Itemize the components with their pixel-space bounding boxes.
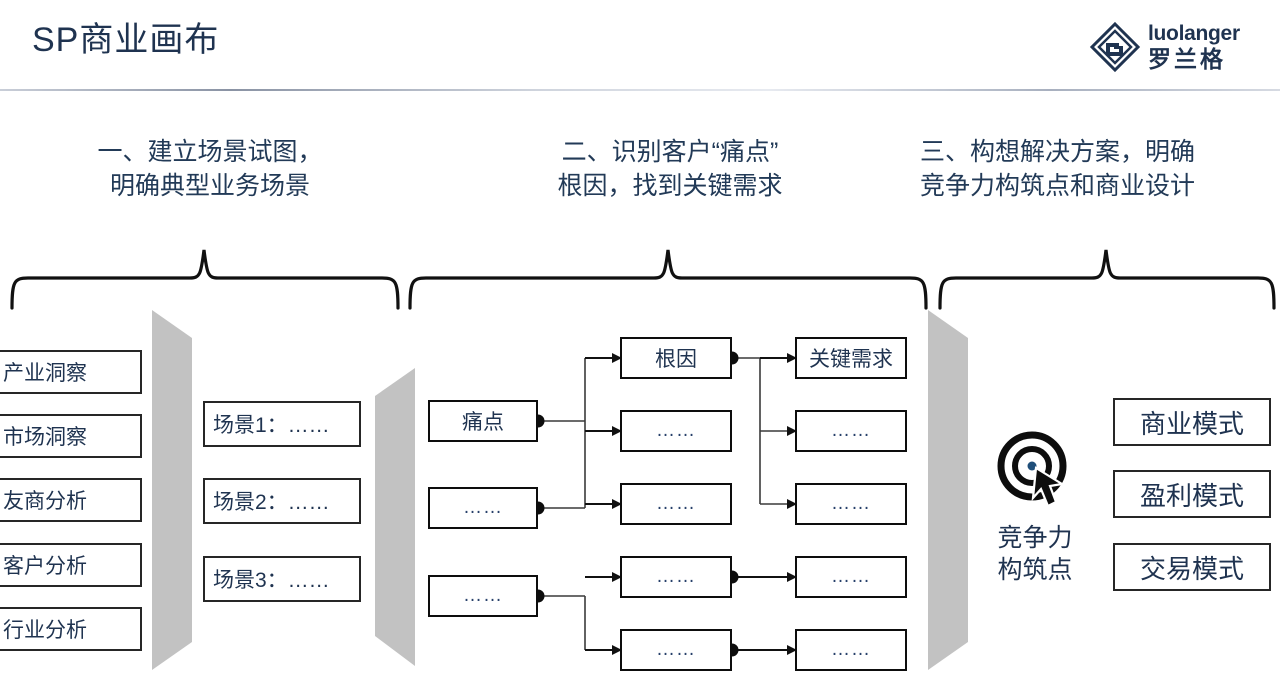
root-cause-label: …… — [656, 493, 696, 514]
root-cause-box-5[interactable]: …… — [620, 629, 732, 671]
scene-label: 场景2：…… — [213, 491, 330, 514]
key-need-box-2[interactable]: …… — [795, 410, 907, 452]
key-need-box-4[interactable]: …… — [795, 556, 907, 598]
logo-text-en: luolanger — [1148, 22, 1240, 45]
mode-box-business[interactable]: 商业模式 — [1113, 398, 1271, 446]
scene-label: 场景1：…… — [213, 414, 330, 437]
insight-box-market[interactable]: 市场洞察 — [0, 414, 142, 458]
root-cause-label: …… — [656, 566, 696, 587]
pain-point-box-3[interactable]: …… — [428, 575, 538, 617]
section-3-heading: 三、构想解决方案，明确 竞争力构筑点和商业设计 — [920, 138, 1196, 200]
chevron-band-right — [928, 310, 972, 670]
mode-label: 盈利模式 — [1139, 480, 1244, 511]
insight-label: 产业洞察 — [3, 362, 87, 385]
pain-point-box-2[interactable]: …… — [428, 487, 538, 529]
mode-box-profit[interactable]: 盈利模式 — [1113, 470, 1271, 518]
root-cause-label: 根因 — [655, 348, 697, 371]
section-2-heading: 二、识别客户“痛点” 根因，找到关键需求 — [557, 138, 783, 200]
scene-label: 场景3：…… — [213, 569, 330, 592]
key-need-label: …… — [831, 493, 871, 514]
insight-box-vertical[interactable]: 行业分析 — [0, 607, 142, 651]
pain-point-label: …… — [463, 497, 503, 518]
insight-box-industry[interactable]: 产业洞察 — [0, 350, 142, 394]
brand-logo: luolanger 罗兰格 — [1089, 16, 1272, 78]
key-need-label: 关键需求 — [809, 348, 893, 371]
root-cause-box-3[interactable]: …… — [620, 483, 732, 525]
pain-point-label: …… — [463, 585, 503, 606]
pain-point-box-1[interactable]: 痛点 — [428, 400, 538, 442]
insight-label: 市场洞察 — [3, 426, 87, 449]
pain-point-label: 痛点 — [462, 411, 504, 434]
mode-label: 商业模式 — [1139, 408, 1244, 439]
key-need-label: …… — [831, 566, 871, 587]
root-cause-box-2[interactable]: …… — [620, 410, 732, 452]
section-1-brace — [8, 248, 402, 310]
chevron-band-left — [152, 310, 196, 670]
competitiveness-label: 竞争力 构筑点 — [997, 524, 1073, 584]
scene-box-2[interactable]: 场景2：…… — [203, 478, 361, 524]
chevron-band-scene-right — [375, 368, 419, 666]
logo-text-cn: 罗兰格 — [1148, 46, 1226, 72]
insight-label: 友商分析 — [3, 490, 87, 513]
key-need-box-3[interactable]: …… — [795, 483, 907, 525]
mode-label: 交易模式 — [1139, 553, 1244, 584]
key-need-box-1[interactable]: 关键需求 — [795, 337, 907, 379]
diamond-logo-icon — [1089, 21, 1141, 73]
mode-box-transaction[interactable]: 交易模式 — [1113, 543, 1271, 591]
root-cause-label: …… — [656, 420, 696, 441]
insight-label: 客户分析 — [3, 555, 87, 578]
scene-box-3[interactable]: 场景3：…… — [203, 556, 361, 602]
insight-box-customer[interactable]: 客户分析 — [0, 543, 142, 587]
section-2-brace — [406, 248, 930, 310]
bullseye-target-cursor-icon — [992, 428, 1078, 514]
page-title: SP商业画布 — [32, 21, 220, 59]
scene-box-1[interactable]: 场景1：…… — [203, 401, 361, 447]
root-cause-box-1[interactable]: 根因 — [620, 337, 732, 379]
header-divider — [0, 89, 1280, 91]
insight-label: 行业分析 — [3, 619, 87, 642]
key-need-label: …… — [831, 420, 871, 441]
section-3-brace — [936, 248, 1278, 310]
key-need-label: …… — [831, 639, 871, 660]
root-cause-box-4[interactable]: …… — [620, 556, 732, 598]
root-cause-label: …… — [656, 639, 696, 660]
section-1-heading: 一、建立场景试图， 明确典型业务场景 — [97, 138, 323, 200]
key-need-box-5[interactable]: …… — [795, 629, 907, 671]
insight-box-competitor[interactable]: 友商分析 — [0, 478, 142, 522]
